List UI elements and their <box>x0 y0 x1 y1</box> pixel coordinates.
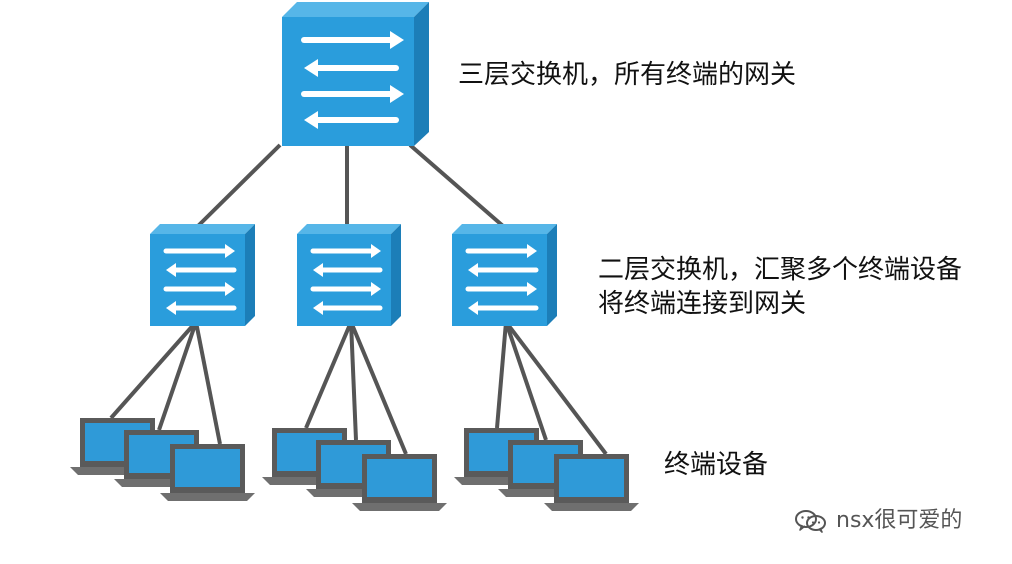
aggregation-switch-middle <box>297 224 401 326</box>
cable-core-to-switch-right <box>408 143 505 228</box>
cable-right-switch-to-laptop-2 <box>504 321 548 441</box>
core-switch-label: 三层交换机，所有终端的网关 <box>458 60 797 90</box>
core-switch <box>282 2 429 146</box>
laptop-icon <box>544 454 639 511</box>
cable-right-switch-to-laptop-3 <box>504 320 608 456</box>
switch-middle-arrows-icon <box>310 244 383 315</box>
aggregation-switch-label-line-1: 二层交换机，汇聚多个终端设备 <box>598 255 963 285</box>
watermark: nsx很可爱的 <box>794 508 962 534</box>
cable-left-switch-to-laptop-2 <box>157 321 198 431</box>
laptop-icon <box>352 454 447 511</box>
laptop-group-middle <box>262 428 447 511</box>
aggregation-switch-label-line-2: 将终端连接到网关 <box>598 289 807 319</box>
laptop-group-left <box>70 418 255 501</box>
cable-left-switch-to-laptop-3 <box>194 321 222 445</box>
cables-layer <box>109 143 608 456</box>
laptop-icon <box>160 444 255 501</box>
watermark-text: nsx很可爱的 <box>836 508 963 533</box>
core-switch-arrows-icon <box>301 31 404 129</box>
cable-left-switch-to-laptop-1 <box>109 320 198 420</box>
aggregation-switch-label: 二层交换机，汇聚多个终端设备 将终端连接到网关 <box>598 253 962 321</box>
cable-middle-switch-to-laptop-2 <box>349 321 358 441</box>
laptop-group-right <box>454 428 639 511</box>
cable-core-to-switch-left <box>196 143 282 228</box>
switch-right-arrows-icon <box>465 244 539 315</box>
cable-middle-switch-to-laptop-3 <box>349 321 408 455</box>
wechat-icon <box>794 509 828 533</box>
aggregation-switch-left <box>150 224 255 326</box>
cable-middle-switch-to-laptop-1 <box>304 321 353 429</box>
switch-left-arrows-icon <box>163 244 237 315</box>
terminal-devices-label: 终端设备 <box>664 450 769 480</box>
cable-right-switch-to-laptop-1 <box>495 321 508 429</box>
aggregation-switch-right <box>452 224 557 326</box>
